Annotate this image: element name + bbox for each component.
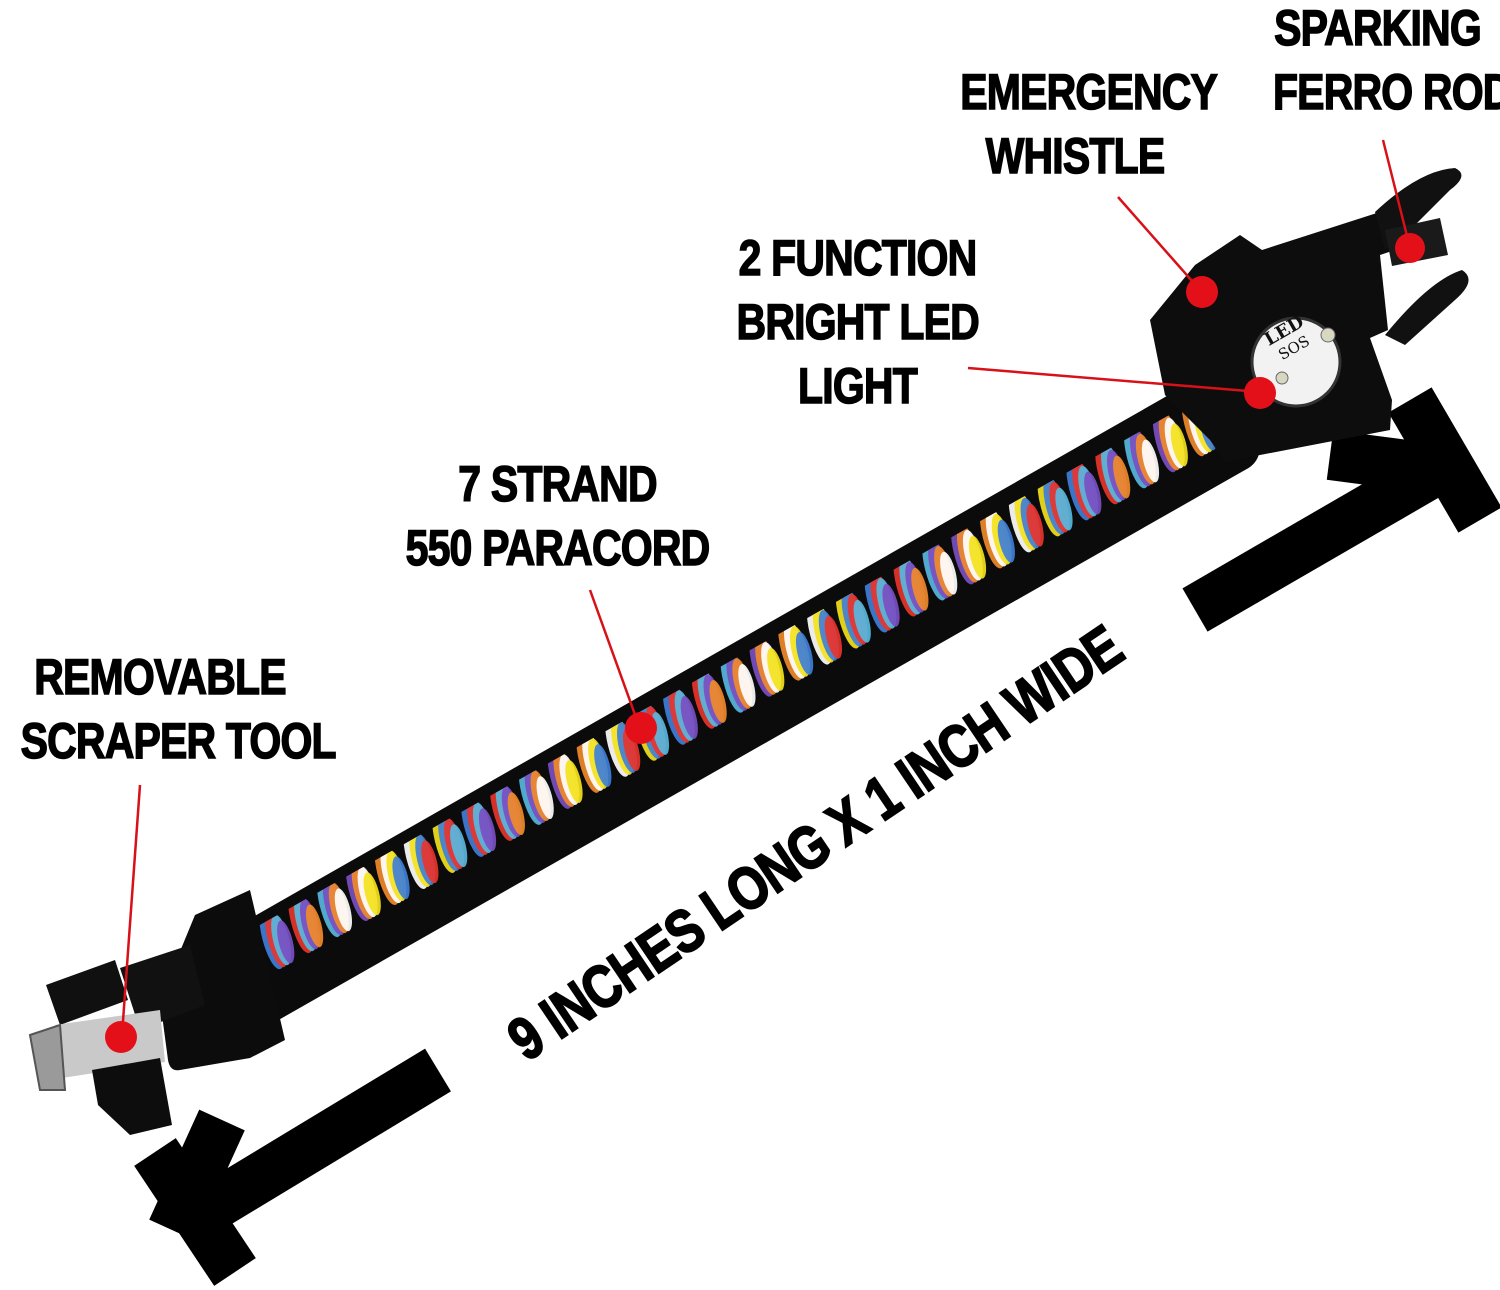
weave-strand bbox=[565, 760, 583, 804]
weave-strand bbox=[997, 519, 1015, 563]
callout-dots bbox=[105, 233, 1425, 1053]
label-scraper-line-2: SCRAPER TOOL bbox=[20, 712, 337, 770]
weave-strand bbox=[680, 696, 698, 739]
label-ferro-rod-line-2: FERRO ROD bbox=[1272, 63, 1500, 121]
weave-strand bbox=[1112, 455, 1131, 499]
weave-strand bbox=[968, 535, 987, 579]
ferro-rod-dot bbox=[1395, 233, 1425, 263]
weave-strand bbox=[334, 888, 353, 932]
label-led-light: 2 FUNCTION BRIGHT LED LIGHT bbox=[736, 226, 980, 418]
weave-strand bbox=[1084, 471, 1102, 515]
weave-strand bbox=[363, 872, 381, 916]
label-paracord-line-1: 7 STRAND bbox=[458, 455, 659, 513]
led-dot bbox=[1244, 377, 1276, 409]
weave-strand bbox=[824, 615, 843, 659]
label-led-light-line-3: LIGHT bbox=[797, 357, 918, 415]
weave-strand bbox=[1170, 423, 1188, 467]
weave-strand bbox=[277, 920, 295, 964]
label-scraper: REMOVABLE SCRAPER TOOL bbox=[20, 645, 337, 773]
weave-strand bbox=[882, 583, 900, 627]
weave-strand bbox=[478, 808, 497, 852]
weave-strand bbox=[911, 567, 929, 611]
left-dimension-arrow bbox=[134, 1048, 451, 1286]
weave-strand bbox=[1055, 487, 1073, 531]
label-led-light-line-1: 2 FUNCTION bbox=[738, 229, 978, 287]
weave-strand bbox=[305, 904, 324, 948]
weave-strand bbox=[940, 551, 958, 595]
weave-strand bbox=[507, 792, 525, 836]
callout-lines bbox=[120, 139, 1410, 1036]
label-whistle-line-2: WHISTLE bbox=[985, 127, 1166, 185]
weave-strand bbox=[622, 728, 641, 771]
weave-strand bbox=[795, 631, 814, 675]
weave-strand bbox=[853, 599, 871, 643]
paracord-dot bbox=[625, 712, 657, 744]
label-paracord-line-2: 550 PARACORD bbox=[405, 519, 711, 577]
label-scraper-line-1: REMOVABLE bbox=[34, 648, 288, 706]
right-dimension-arrow bbox=[1182, 387, 1500, 632]
weave-strand bbox=[738, 664, 756, 707]
weave-strand bbox=[1026, 503, 1044, 547]
paracord-band bbox=[219, 378, 1260, 1025]
whistle-dot bbox=[1186, 276, 1218, 308]
label-whistle-line-1: EMERGENCY bbox=[960, 63, 1219, 121]
weave-strand bbox=[709, 680, 727, 723]
weave-strand bbox=[392, 856, 410, 900]
weave-strand bbox=[594, 744, 612, 787]
weave-strand bbox=[1141, 439, 1160, 483]
label-paracord: 7 STRAND 550 PARACORD bbox=[404, 452, 712, 580]
weave-strand bbox=[450, 824, 468, 868]
scraper-buckle bbox=[28, 890, 285, 1135]
label-ferro-rod-line-1: SPARKING bbox=[1273, 0, 1482, 57]
scraper-dot bbox=[105, 1021, 137, 1053]
weave-strand bbox=[767, 647, 785, 691]
label-led-light-line-2: BRIGHT LED bbox=[736, 293, 980, 351]
label-whistle: EMERGENCY WHISTLE bbox=[960, 60, 1219, 188]
weave-strand bbox=[536, 776, 554, 820]
weave-strand bbox=[421, 840, 439, 884]
label-ferro-rod: SPARKING FERRO ROD bbox=[1272, 0, 1500, 124]
led-badge bbox=[1250, 316, 1342, 408]
whistle-buckle bbox=[1150, 168, 1469, 462]
